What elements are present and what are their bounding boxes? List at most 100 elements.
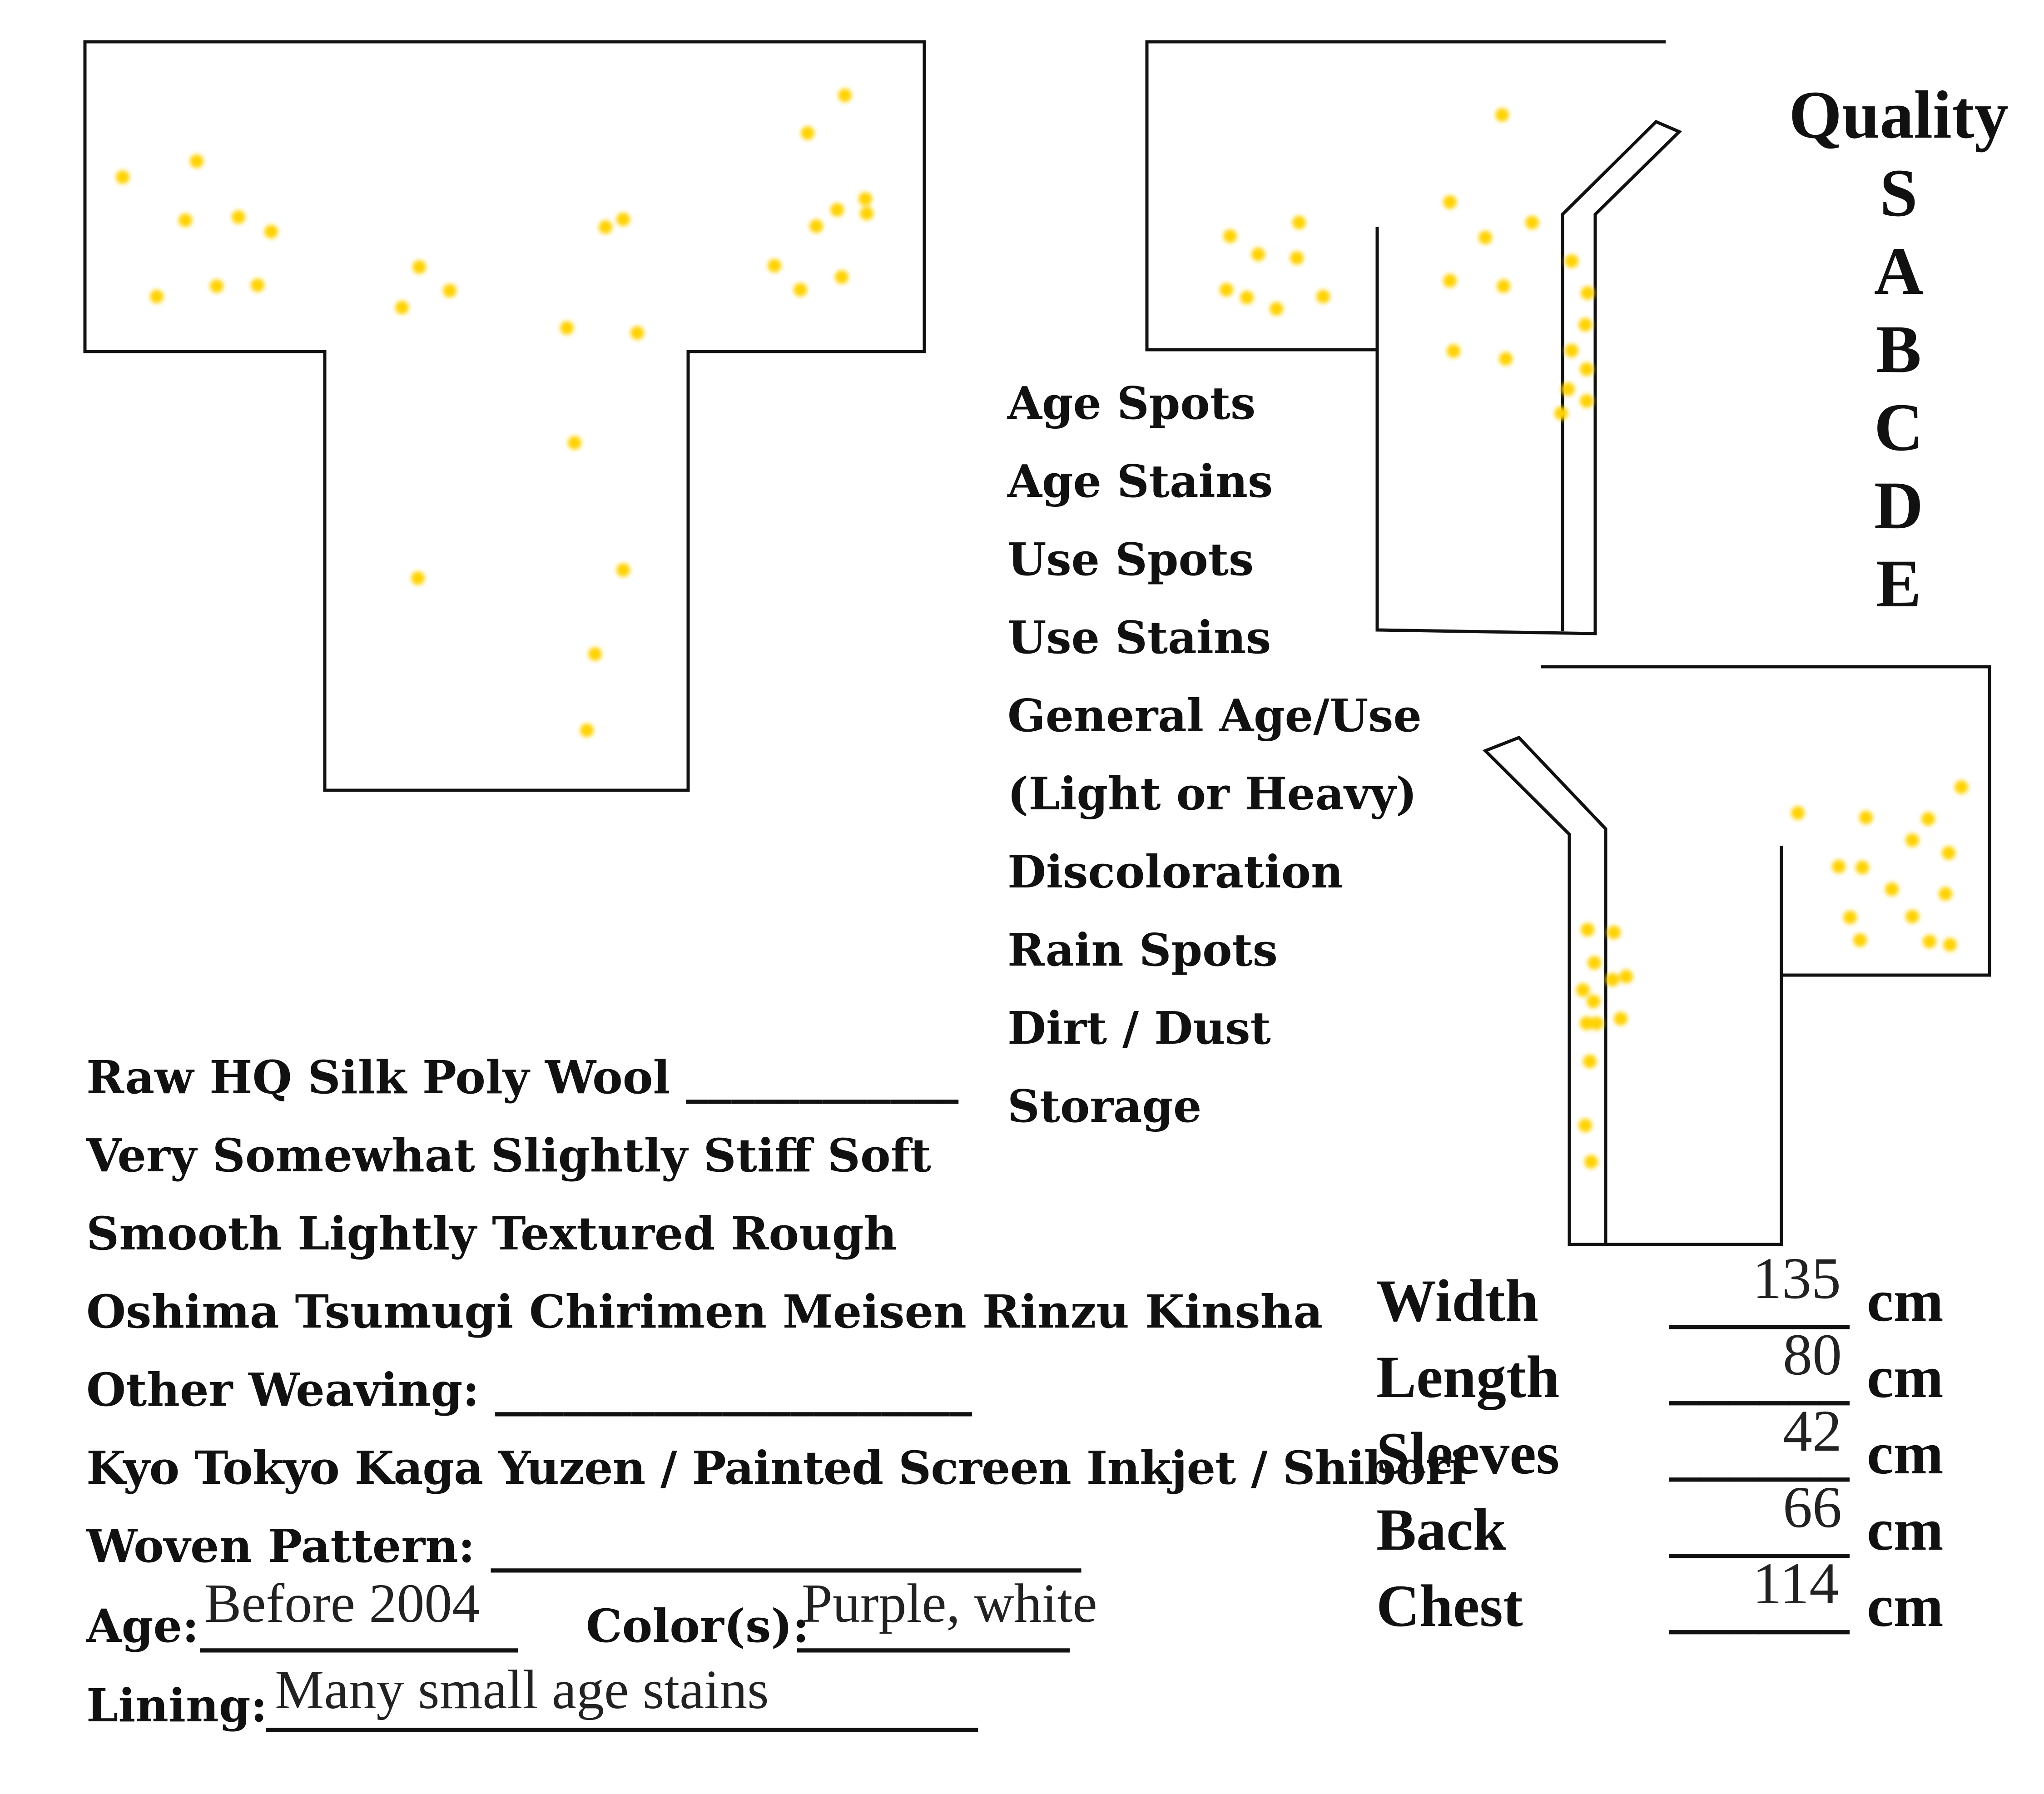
quality-title: Quality — [1789, 77, 2009, 153]
grade-b-wrap: B — [1808, 315, 1989, 383]
stain-spot — [1853, 933, 1867, 947]
stain-spot — [1619, 970, 1633, 983]
measure-label-chest: Chest — [1376, 1572, 1523, 1639]
measure-value-sleeves[interactable]: 42 — [1783, 1398, 1842, 1464]
stain-spot — [1565, 344, 1578, 357]
condition-dirt-dust: Dirt / Dust — [1007, 1002, 1271, 1055]
condition-storage: Storage — [1007, 1080, 1202, 1133]
stain-spot — [1905, 910, 1919, 923]
other-weaving-line: Other Weaving: _____________________ — [86, 1363, 972, 1417]
stain-spot — [838, 89, 852, 102]
measure-blank-width: ______ — [1669, 1267, 1849, 1334]
stain-spot — [616, 563, 630, 577]
kimono-front-bottom-body — [1482, 735, 1783, 1246]
stain-spot — [1843, 911, 1857, 924]
stain-spot — [1581, 286, 1594, 300]
measure-label-back: Back — [1376, 1496, 1507, 1563]
stain-spot — [1525, 216, 1539, 229]
kimono-front-top-body — [1375, 119, 1682, 635]
stain-spot — [1939, 887, 1952, 901]
stain-spot — [1578, 1119, 1592, 1132]
measure-label-sleeves: Sleeves — [1376, 1420, 1560, 1487]
lining-value[interactable]: Many small age stains — [275, 1659, 769, 1720]
stain-spot — [809, 219, 823, 233]
age-blank: ______________ — [200, 1599, 518, 1653]
stain-spot — [1223, 229, 1237, 243]
stain-spot — [1316, 290, 1330, 303]
dye-method-line: Kyo Tokyo Kaga Yuzen / Painted Screen In… — [86, 1441, 1466, 1495]
stain-spot — [150, 290, 164, 303]
selected-grade-highlight: B — [1876, 315, 1921, 383]
stain-spot — [1587, 995, 1600, 1008]
stain-spot — [1607, 926, 1621, 939]
condition-light-or-heavy: (Light or Heavy) — [1007, 768, 1417, 820]
measure-value-back[interactable]: 66 — [1783, 1475, 1842, 1540]
stain-spot — [264, 225, 278, 238]
stiffness-line: Very Somewhat Slightly Stiff Soft — [86, 1129, 931, 1182]
stain-spot — [1905, 833, 1919, 847]
stain-spot — [1290, 251, 1304, 265]
kimono-back-outline — [83, 40, 926, 792]
stain-spot — [1478, 231, 1492, 244]
stain-spot — [1583, 1055, 1597, 1068]
stain-spot — [1580, 1016, 1593, 1030]
stain-spot — [1584, 1155, 1598, 1169]
stain-spot — [1251, 248, 1265, 261]
stain-spot — [411, 571, 425, 585]
grade-s: S — [1880, 155, 1918, 231]
stain-spot — [1590, 1016, 1603, 1030]
stain-spot — [588, 647, 602, 661]
measure-label-width: Width — [1376, 1267, 1539, 1334]
measure-value-chest[interactable]: 114 — [1752, 1551, 1839, 1616]
age-value[interactable]: Before 2004 — [204, 1573, 480, 1634]
stain-spot — [1943, 938, 1957, 952]
stain-spot — [232, 210, 245, 224]
stain-spot — [1495, 108, 1509, 122]
kimono-front-top-sleeve — [1145, 40, 1666, 352]
woven-pattern-line: Woven Pattern: _________________________… — [86, 1519, 1082, 1573]
stain-spot — [1292, 216, 1306, 229]
measure-label-length: Length — [1376, 1343, 1560, 1410]
stain-spot — [1923, 935, 1936, 948]
stain-spot — [251, 278, 264, 292]
stain-spot — [830, 203, 844, 217]
stain-spot — [1606, 973, 1619, 986]
stain-spot — [1576, 983, 1590, 997]
lining-blank: __________________________________ — [266, 1679, 978, 1732]
stain-spot — [395, 301, 409, 314]
measure-unit-chest: cm — [1867, 1572, 1944, 1639]
condition-use-stains: Use Stains — [1007, 612, 1271, 664]
grade-d: D — [1874, 468, 1924, 543]
stain-spot — [1565, 254, 1578, 268]
stain-spot — [1859, 811, 1873, 824]
stain-spot — [768, 259, 781, 273]
stain-spot — [1885, 882, 1899, 896]
stain-spot — [1855, 861, 1869, 874]
grade-a: A — [1874, 233, 1924, 309]
texture-selected: Textured — [492, 1207, 715, 1260]
measure-value-width[interactable]: 135 — [1752, 1246, 1841, 1311]
stain-spot — [1443, 274, 1457, 287]
measure-blank-length: ______ — [1669, 1343, 1849, 1410]
texture-line: Smooth Lightly Textured Rough — [86, 1207, 897, 1260]
stain-spot — [210, 279, 223, 293]
material-selected: Silk — [308, 1051, 407, 1104]
measure-unit-width: cm — [1867, 1267, 1944, 1334]
condition-age-spots: Age Spots — [1007, 377, 1256, 430]
measure-unit-length: cm — [1867, 1343, 1944, 1410]
stain-spot — [1581, 923, 1594, 937]
stain-spot — [801, 126, 814, 140]
color-label: Color(s): — [586, 1599, 809, 1653]
measure-value-length[interactable]: 80 — [1783, 1322, 1842, 1388]
stain-spot — [1942, 846, 1955, 860]
stain-spot — [1955, 780, 1968, 794]
stain-spot — [835, 270, 848, 284]
stain-spot — [599, 220, 612, 234]
age-label: Age: — [86, 1599, 199, 1653]
color-value[interactable]: Purple, white — [802, 1573, 1097, 1634]
lining-label: Lining: — [86, 1679, 268, 1732]
stain-spot — [1921, 812, 1935, 826]
weave-types-line: Oshima Tsumugi Chirimen Meisen Rinzu Kin… — [86, 1285, 1323, 1338]
grade-b: B — [1875, 312, 1922, 387]
